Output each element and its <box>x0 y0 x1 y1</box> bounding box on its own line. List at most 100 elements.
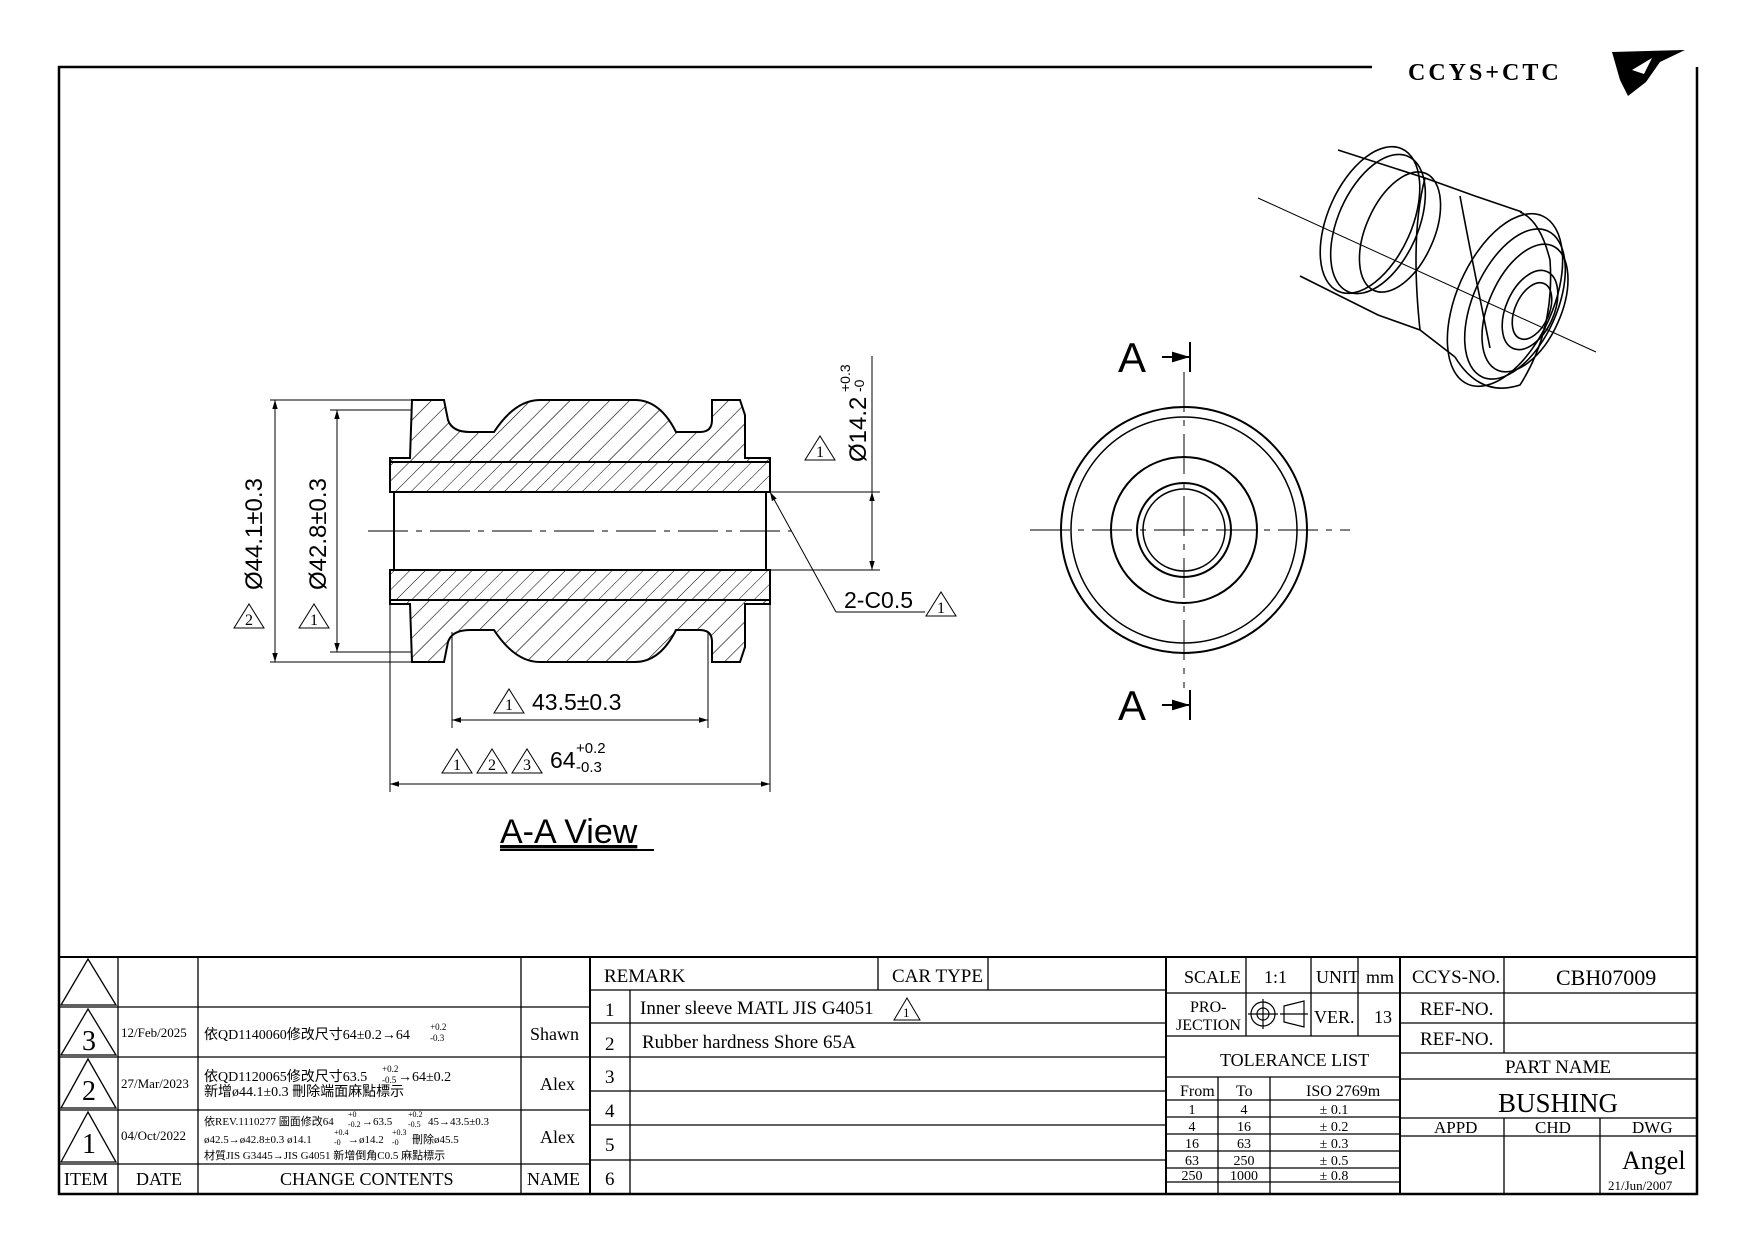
svg-text:5: 5 <box>605 1135 615 1156</box>
svg-text:刪除ø45.5: 刪除ø45.5 <box>412 1132 459 1146</box>
title-block-grid <box>59 956 1697 1194</box>
svg-text:1: 1 <box>605 1000 615 1021</box>
dim-d42: Ø42.8±0.3 <box>305 478 332 590</box>
svg-text:→ø14.2: →ø14.2 <box>348 1134 384 1146</box>
svg-text:1: 1 <box>1189 1103 1196 1118</box>
upper-body-section <box>389 399 771 463</box>
svg-text:250: 250 <box>1234 1154 1255 1169</box>
svg-text:CCYS-NO.: CCYS-NO. <box>1412 967 1500 988</box>
svg-text:2: 2 <box>605 1034 615 1055</box>
svg-text:± 0.8: ± 0.8 <box>1320 1169 1349 1184</box>
inner-sleeve-top <box>389 461 771 493</box>
svg-text:CHANGE CONTENTS: CHANGE CONTENTS <box>280 1169 454 1189</box>
svg-text:Alex: Alex <box>540 1127 575 1147</box>
section-view-aa: Ø44.1±0.3 Ø42.8±0.3 Ø14.2 +0.3 -0 2-C0.5… <box>233 356 957 851</box>
projection-symbol <box>1248 999 1308 1029</box>
svg-text:12/Feb/2025: 12/Feb/2025 <box>121 1025 187 1040</box>
svg-text:DWG: DWG <box>1632 1118 1673 1137</box>
svg-text:64: 64 <box>550 747 576 773</box>
svg-text:± 0.3: ± 0.3 <box>1320 1137 1349 1152</box>
svg-text:From: From <box>1180 1083 1215 1100</box>
svg-text:CHD: CHD <box>1535 1118 1571 1137</box>
svg-text:REF-NO.: REF-NO. <box>1420 999 1493 1020</box>
svg-text:→64±0.2: →64±0.2 <box>398 1070 451 1085</box>
inner-sleeve-bottom <box>389 569 771 601</box>
svg-text:Angel: Angel <box>1622 1146 1686 1175</box>
svg-text:1: 1 <box>816 444 824 461</box>
svg-text:mm: mm <box>1366 967 1394 987</box>
svg-text:-0.2: -0.2 <box>348 1120 361 1129</box>
svg-text:13: 13 <box>1374 1007 1392 1027</box>
svg-text:Shawn: Shawn <box>530 1024 579 1044</box>
svg-text:2: 2 <box>82 1076 96 1107</box>
lower-body-section <box>389 599 771 663</box>
dim-len435: 43.5±0.3 <box>532 689 621 715</box>
rev-triangle-3: 3 <box>511 748 543 774</box>
border-frame <box>57 65 1699 1196</box>
revision-table: ITEM DATE CHANGE CONTENTS NAME 3 12/Feb/… <box>64 1022 580 1189</box>
rev-triangle-2: 2 <box>233 603 265 629</box>
svg-text:63: 63 <box>1185 1154 1199 1169</box>
svg-text:± 0.1: ± 0.1 <box>1320 1103 1349 1118</box>
rev-triangle-1: 1 <box>925 591 957 617</box>
svg-text:1: 1 <box>505 697 513 714</box>
svg-text:CBH07009: CBH07009 <box>1556 965 1656 990</box>
svg-text:1: 1 <box>453 757 461 774</box>
svg-text:6: 6 <box>605 1169 615 1190</box>
svg-text:依QD1120065修改尺寸63.5: 依QD1120065修改尺寸63.5 <box>204 1069 367 1085</box>
svg-text:4: 4 <box>605 1101 615 1122</box>
svg-text:新增ø44.1±0.3 刪除端面麻點標示: 新增ø44.1±0.3 刪除端面麻點標示 <box>204 1084 404 1100</box>
svg-text:UNIT: UNIT <box>1316 967 1359 987</box>
svg-text:45→43.5±0.3: 45→43.5±0.3 <box>428 1116 490 1128</box>
svg-text:-0.3: -0.3 <box>430 1033 445 1043</box>
svg-text:To: To <box>1236 1083 1253 1100</box>
svg-text:REMARK: REMARK <box>604 966 686 987</box>
svg-text:-0.5: -0.5 <box>382 1075 397 1085</box>
svg-text:PRO-: PRO- <box>1190 999 1226 1016</box>
svg-text:APPD: APPD <box>1434 1118 1477 1137</box>
svg-text:Ø14.2: Ø14.2 <box>845 397 872 462</box>
rev-triangle-1: 1 <box>298 603 330 629</box>
svg-text:-0.5: -0.5 <box>408 1120 421 1129</box>
tolerance-list: 1 4 ± 0.1 4 16 ± 0.2 16 63 ± 0.3 63 250 … <box>1182 1103 1349 1184</box>
svg-text:1: 1 <box>82 1129 96 1160</box>
dim-d44: Ø44.1±0.3 <box>241 478 268 590</box>
svg-text:REF-NO.: REF-NO. <box>1420 1029 1493 1050</box>
rev-triangle-1: 1 <box>493 688 525 714</box>
svg-text:Alex: Alex <box>540 1074 575 1094</box>
svg-text:+0.3: +0.3 <box>837 364 853 392</box>
title-block: CCYS-NO. CBH07009 REF-NO. REF-NO. PART N… <box>1412 965 1686 1193</box>
company-logo: CCYS+CTC <box>1408 50 1685 96</box>
svg-text:-0: -0 <box>334 1138 341 1147</box>
svg-text:+0.4: +0.4 <box>334 1128 349 1137</box>
svg-text:1: 1 <box>937 600 945 617</box>
svg-text:ISO 2769m: ISO 2769m <box>1306 1083 1381 1100</box>
svg-text:材質JIS G3445→JIS G4051 新增倒角C0.5: 材質JIS G3445→JIS G4051 新增倒角C0.5 麻點標示 <box>204 1148 445 1162</box>
svg-text:04/Oct/2022: 04/Oct/2022 <box>121 1128 186 1143</box>
svg-text:16: 16 <box>1185 1137 1199 1152</box>
rev-triangle-1: 1 <box>804 435 836 461</box>
svg-text:4: 4 <box>1241 1103 1248 1118</box>
svg-text:21/Jun/2007: 21/Jun/2007 <box>1608 1178 1673 1193</box>
svg-text:JECTION: JECTION <box>1176 1017 1241 1034</box>
svg-text:1: 1 <box>903 1005 910 1020</box>
svg-text:+0.2: +0.2 <box>576 740 606 757</box>
svg-text:250: 250 <box>1182 1169 1203 1184</box>
svg-text:4: 4 <box>1189 1120 1196 1135</box>
svg-text:ITEM: ITEM <box>64 1169 108 1189</box>
svg-text:Rubber hardness Shore 65A: Rubber hardness Shore 65A <box>642 1032 856 1053</box>
svg-text:1: 1 <box>310 612 318 629</box>
scale-block: SCALE 1:1 UNIT mm PRO- JECTION VER. 13 T… <box>1176 967 1394 1100</box>
svg-text:-0: -0 <box>392 1138 399 1147</box>
svg-text:NAME: NAME <box>527 1169 580 1189</box>
svg-text:依QD1140060修改尺寸64±0.2→64: 依QD1140060修改尺寸64±0.2→64 <box>204 1027 410 1043</box>
svg-text:ø42.5→ø42.8±0.3 ø14.1: ø42.5→ø42.8±0.3 ø14.1 <box>204 1134 312 1146</box>
svg-text:2: 2 <box>245 612 253 629</box>
svg-text:+0: +0 <box>348 1110 357 1119</box>
svg-text:PART NAME: PART NAME <box>1505 1057 1611 1078</box>
section-marker-top: A <box>1118 334 1146 381</box>
svg-text:-0.3: -0.3 <box>576 759 602 776</box>
end-view: A A <box>1030 334 1350 729</box>
svg-text:3: 3 <box>82 1026 96 1057</box>
svg-text:+0.2: +0.2 <box>430 1022 446 1032</box>
